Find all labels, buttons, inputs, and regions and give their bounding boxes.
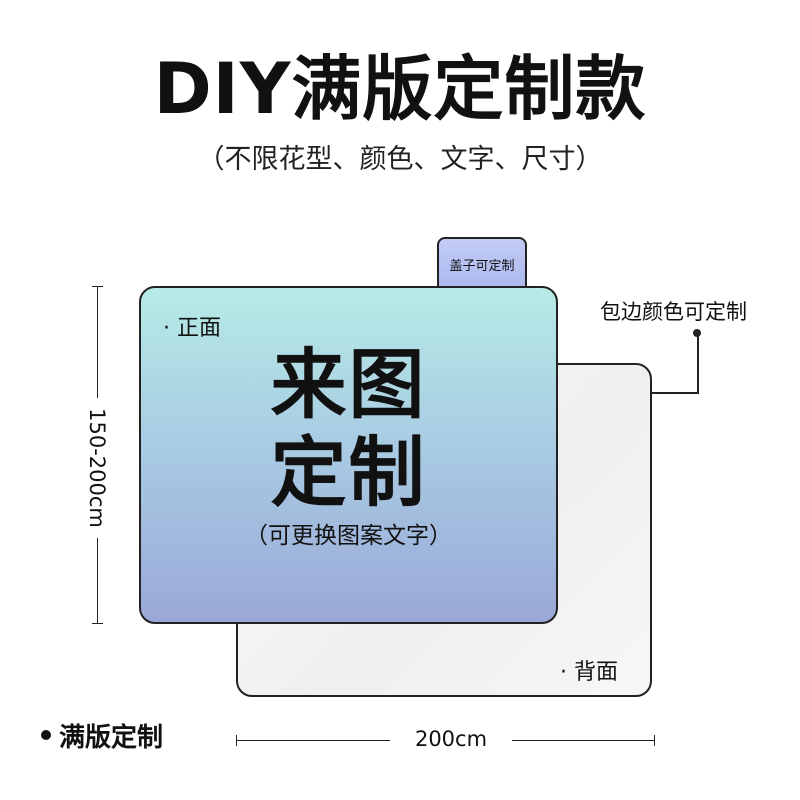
lid-tab-label: 盖子可定制 <box>449 259 515 274</box>
height-dimension-label: 150-200cm <box>85 404 109 532</box>
front-label: · 正面 <box>163 316 221 341</box>
page-subtitle: （不限花型、颜色、文字、尺寸） <box>197 144 603 175</box>
replace-note: （可更换图案文字） <box>245 523 452 549</box>
bullet-label: 满版定制 <box>59 723 164 753</box>
edge-callout-line-vertical <box>697 333 699 393</box>
lid-tab <box>437 237 527 293</box>
bullet-dot-icon <box>41 730 51 740</box>
custom-text-line-2: 定制 <box>270 428 427 517</box>
height-dimension-cap-top <box>92 286 103 287</box>
custom-text-line-1: 来图 <box>270 340 427 429</box>
edge-callout-label: 包边颜色可定制 <box>600 300 747 324</box>
height-dimension-cap-bottom <box>92 623 103 624</box>
width-dimension-label: 200cm <box>390 727 512 751</box>
front-panel <box>139 286 558 624</box>
back-label: · 背面 <box>560 660 618 685</box>
edge-callout-dot <box>693 329 701 337</box>
width-dimension-cap-left <box>236 735 237 746</box>
width-dimension-cap-right <box>654 735 655 746</box>
page-title: DIY满版定制款 <box>153 48 647 130</box>
edge-callout-line-horizontal <box>652 392 699 394</box>
